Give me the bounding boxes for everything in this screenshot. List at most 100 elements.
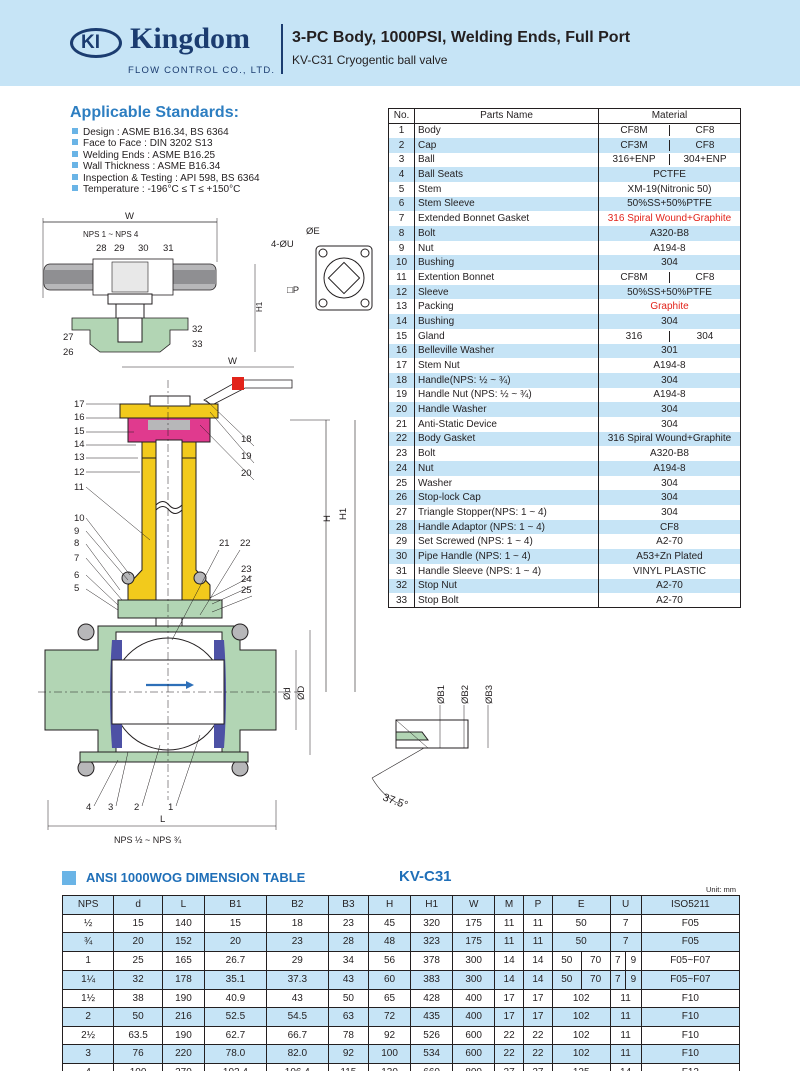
part-name: Handle Washer <box>414 402 599 417</box>
part-name: Bushing <box>414 255 599 271</box>
callout-19: 19 <box>241 451 252 462</box>
standard-item: Wall Thickness : ASME B16.34 <box>72 161 260 172</box>
dim-header-cell: d <box>113 895 163 915</box>
material-option: CF8M <box>599 271 670 283</box>
part-no: 8 <box>388 226 415 241</box>
part-material: A2-70 <box>598 593 741 609</box>
material-option: 304 <box>696 330 714 342</box>
part-material: PCTFE <box>598 167 741 182</box>
dim-cell: 23 <box>327 913 370 933</box>
callout-23: 23 <box>241 564 252 575</box>
header-divider <box>281 24 283 74</box>
dim-cell: 11 <box>609 988 642 1008</box>
dim-cell: 102 <box>551 988 611 1008</box>
callout-8: 8 <box>74 538 79 549</box>
part-name: Cap <box>414 137 599 153</box>
standard-item: Welding Ends : ASME B16.25 <box>72 150 260 161</box>
dim-cell: 43 <box>327 969 370 990</box>
callout-30: 30 <box>138 243 149 254</box>
part-name: Sleeve <box>414 284 599 300</box>
dim-header-cell: M <box>494 895 525 915</box>
dim-cell: 100 <box>113 1062 163 1071</box>
dim-cell: 34 <box>327 950 370 971</box>
part-no: 30 <box>388 549 415 564</box>
callout-31: 31 <box>163 243 174 254</box>
dim-header-cell: B2 <box>265 895 329 915</box>
dim-cell: 4 <box>61 1062 115 1071</box>
dim-cell: 27 <box>494 1062 525 1071</box>
dim-cell: 22 <box>523 1025 553 1045</box>
dim-cell: 17 <box>523 1007 553 1027</box>
dim-cell: 7 <box>609 932 642 952</box>
parts-header-row: No. Parts Name Material <box>388 108 741 124</box>
unit-label: Unit: mm <box>706 885 736 894</box>
dim-b1: ØB1 <box>436 685 447 704</box>
dim-cell: 2 <box>61 1007 115 1027</box>
dim-cell: 190 <box>161 988 205 1008</box>
part-material: CF8M CF8 <box>598 123 741 138</box>
material-option: CF8 <box>695 271 715 283</box>
callout-14: 14 <box>74 439 85 450</box>
dim-subvalue: 7 <box>611 951 627 970</box>
dim-cell: 38 <box>113 988 163 1008</box>
part-material: 304 <box>598 505 741 520</box>
dim-4u: 4-ØU <box>271 239 294 250</box>
dim-cell: 23 <box>265 932 329 952</box>
dim-cell: 11 <box>609 1044 642 1064</box>
standard-item: Face to Face : DIN 3202 S13 <box>72 138 260 149</box>
dim-row: 4100270102.4106.4115130660800272712514F1… <box>61 1062 741 1071</box>
part-material: 301 <box>598 343 741 359</box>
dim-header-cell: P <box>523 895 553 915</box>
callout-27: 27 <box>63 332 74 343</box>
dim-cell: 27 <box>523 1062 553 1071</box>
dim-cell: 1½ <box>61 988 115 1008</box>
callout-22: 22 <box>240 538 251 549</box>
callout-28: 28 <box>96 243 107 254</box>
dim-cell: 43 <box>265 988 329 1008</box>
dim-cell: 102 <box>551 1044 611 1064</box>
part-material: 304 <box>598 314 741 329</box>
dim-cell: 152 <box>161 932 205 952</box>
material-option: CF8M <box>599 125 670 137</box>
dim-b2: ØB2 <box>460 685 471 704</box>
dim-header-cell: E <box>551 895 611 915</box>
dim-cell: 20 <box>113 932 163 952</box>
dim-subvalue: 70 <box>590 955 602 966</box>
material-option: CF8 <box>695 125 715 137</box>
dim-cell: 63.5 <box>113 1025 163 1045</box>
weld-end-detail: ØB1 ØB2 ØB3 37.5° <box>371 685 495 812</box>
dim-l: L <box>160 814 165 825</box>
bullet-square-icon <box>72 139 78 146</box>
dim-cell: 37.3 <box>265 969 329 990</box>
part-material: VINYL PLASTIC <box>598 563 741 579</box>
dim-cell: 400 <box>452 1007 496 1027</box>
part-material: 50%SS+50%PTFE <box>598 284 741 300</box>
part-no: 2 <box>388 137 415 153</box>
callout-3: 3 <box>108 802 113 813</box>
standard-item: Inspection & Testing : API 598, BS 6364 <box>72 173 260 184</box>
part-material: 304 <box>598 416 741 432</box>
part-no: 16 <box>388 343 415 359</box>
standards-list: Design : ASME B16.34, BS 6364 Face to Fa… <box>72 127 260 195</box>
part-no: 12 <box>388 284 415 300</box>
dim-cell: 216 <box>161 1007 205 1027</box>
